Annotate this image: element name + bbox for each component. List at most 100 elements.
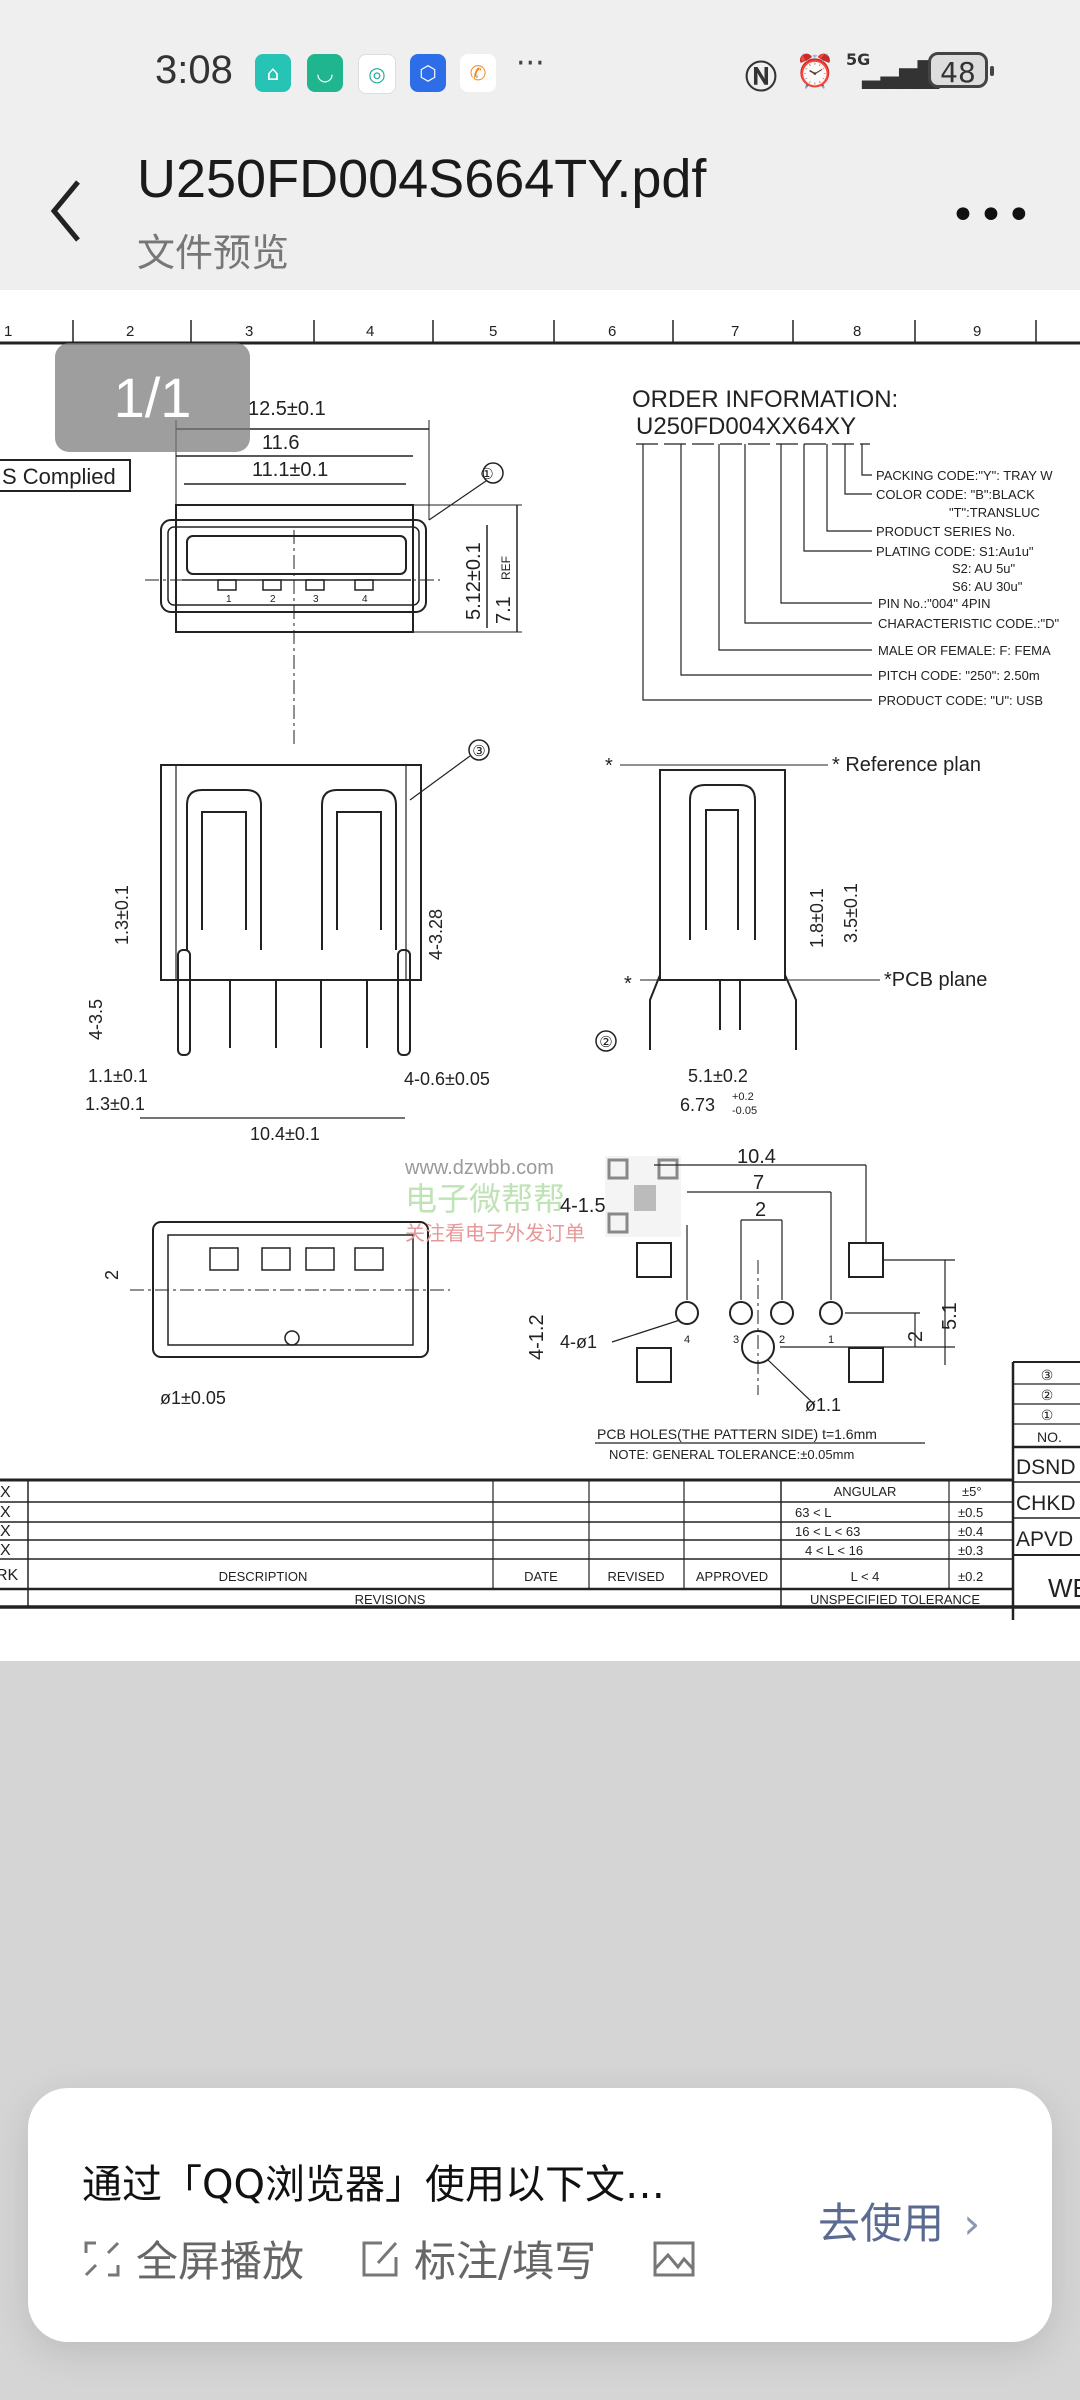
dimension-label: 3.5±0.1 — [841, 883, 861, 943]
order-line: MALE OR FEMALE: F: FEMA — [878, 643, 1051, 658]
table-cell: RK — [0, 1567, 19, 1584]
pin-label: 1 — [828, 1334, 834, 1346]
tolerance-range: 4 < L < 16 — [805, 1543, 863, 1558]
table-title: UNSPECIFIED TOLERANCE — [810, 1592, 980, 1607]
dimension-label: 1.8±0.1 — [807, 888, 827, 948]
order-line: "T":TRANSLUC — [949, 505, 1040, 520]
tolerance-plus: +0.2 — [732, 1091, 754, 1103]
tolerance-note: NOTE: GENERAL TOLERANCE:±0.05mm — [609, 1447, 854, 1462]
dimension-label: 10.4 — [737, 1146, 776, 1168]
column-label: 1 — [4, 323, 12, 340]
dimension-label: 11.1±0.1 — [252, 459, 328, 481]
dimension-label: 4-1.5 — [560, 1195, 606, 1217]
top-view: 12.5±0.1 11.6 11.1±0.1 ① 1 2 3 4 5.12±0.… — [145, 398, 522, 745]
column-label: 5 — [489, 323, 497, 340]
table-cell: X — [0, 1523, 11, 1540]
watermark-slogan: 关注看电子外发订单 — [405, 1222, 585, 1245]
dimension-label: 12.5±0.1 — [248, 398, 326, 420]
reference-plane-label: * Reference plan — [832, 754, 981, 776]
front-view: ③ 1.3±0.1 4-3.5 4-3.28 1.1±0.1 1.3±0.1 4… — [85, 739, 490, 1144]
go-use-button[interactable]: 去使用 › — [818, 2190, 980, 2251]
table-cell: WE — [1048, 1573, 1080, 1603]
watermark-url: www.dzwbb.com — [404, 1157, 554, 1179]
order-line: PRODUCT CODE: "U": USB — [878, 693, 1043, 708]
tolerance-range: 63 < L — [795, 1505, 832, 1520]
chat-app-icon: ◎ — [358, 54, 396, 94]
file-subtitle: 文件预览 — [137, 231, 290, 275]
column-label: 6 — [608, 323, 616, 340]
mi-home-icon: ◡ — [307, 54, 343, 92]
image-button[interactable] — [652, 2239, 710, 2279]
edit-icon — [362, 2241, 398, 2276]
fullscreen-icon — [84, 2241, 120, 2276]
pin-label: 4 — [684, 1334, 690, 1346]
hole-label: 4-ø1 — [560, 1332, 597, 1352]
network-type: 5G — [846, 50, 871, 69]
column-label: 2 — [126, 323, 134, 340]
annotate-label: 标注/填写 — [414, 2237, 597, 2286]
order-line: PLATING CODE: S1:Au1u" — [876, 544, 1034, 559]
fullscreen-label: 全屏播放 — [136, 2237, 305, 2286]
order-line: PIN No.:"004" 4PIN — [878, 596, 991, 611]
pcb-hole-pattern: 10.4 7 2 4-1.5 4-1.2 5.1 2 4-ø1 ø1.1 4 3… — [526, 1146, 961, 1462]
go-use-label: 去使用 — [818, 2199, 945, 2248]
column-header: DATE — [524, 1569, 558, 1584]
order-line: PACKING CODE:"Y": TRAY W — [876, 468, 1053, 483]
balloon-3: ③ — [472, 743, 485, 760]
tolerance-value: ±0.4 — [958, 1524, 983, 1539]
tolerance-range: L < 4 — [851, 1569, 880, 1584]
tolerance-range: 16 < L < 63 — [795, 1524, 860, 1539]
annotate-button[interactable]: 标注/填写 — [360, 2228, 596, 2289]
qr-code-icon — [605, 1156, 681, 1237]
side-view: ② * * * Reference plan *PCB plane 1.8±0.… — [595, 754, 987, 1117]
phone-app-icon: ✆ — [460, 54, 496, 92]
dimension-label: 5.1 — [939, 1302, 961, 1330]
pin-label: 3 — [313, 594, 319, 605]
tolerance-value: ±0.2 — [958, 1569, 983, 1584]
dimension-label: 1.1±0.1 — [88, 1066, 148, 1086]
alarm-icon: ⏰ — [795, 52, 835, 90]
pdf-page[interactable]: 1 2 3 4 5 6 7 8 9 S Complied 12.5±0.1 11… — [0, 290, 1080, 1661]
dimension-label: 4-1.2 — [526, 1314, 548, 1360]
table-cell: APVD — [1016, 1528, 1073, 1551]
table-cell: CHKD — [1016, 1492, 1076, 1515]
signal-icon: ▂▃▅▇ — [862, 56, 939, 89]
column-header: APPROVED — [696, 1569, 768, 1584]
more-options-button[interactable]: ••• — [950, 190, 1034, 241]
column-label: 8 — [853, 323, 861, 340]
dimension-label: 2 — [905, 1331, 927, 1342]
dimension-label: 2 — [755, 1199, 766, 1221]
table-cell: X — [0, 1542, 11, 1559]
watermark-name: 电子微帮帮 — [405, 1181, 565, 1217]
dimension-label: 4-0.6±0.05 — [404, 1069, 490, 1089]
top-bar: 3:08 ⌂ ◡ ◎ ⬡ ✆ ··· Ⓝ ⏰ 5G ▂▃▅▇ 48 U250FD… — [0, 0, 1080, 290]
battery-indicator: 48 — [928, 52, 994, 89]
dimension-label: 7 — [753, 1172, 764, 1194]
dimension-label: 1.3±0.1 — [85, 1094, 145, 1114]
tolerance-range: ANGULAR — [834, 1484, 897, 1499]
rohs-box — [0, 459, 131, 492]
bottom-view: 2 ø1±0.05 — [102, 1221, 450, 1408]
fullscreen-button[interactable]: 全屏播放 — [82, 2228, 304, 2289]
pin-label: 2 — [270, 594, 276, 605]
more-notifications-icon: ··· — [516, 46, 545, 81]
order-line: S6: AU 30u" — [952, 579, 1023, 594]
dimension-label: 4-3.28 — [426, 909, 446, 960]
tolerance-value: ±0.3 — [958, 1543, 983, 1558]
order-line: COLOR CODE: "B":BLACK — [876, 487, 1035, 502]
order-heading: ORDER INFORMATION: — [632, 386, 898, 413]
column-header: DESCRIPTION — [219, 1569, 308, 1584]
star-mark: * — [605, 755, 613, 777]
hole-label: ø1.1 — [805, 1395, 841, 1415]
column-label: 7 — [731, 323, 739, 340]
banner-actions: 全屏播放 标注/填写 — [82, 2228, 766, 2289]
pcb-plane-label: *PCB plane — [884, 969, 987, 991]
dimension-label: 5.12±0.1 — [463, 542, 485, 620]
pin-label: 2 — [779, 1334, 785, 1346]
back-button[interactable] — [44, 176, 88, 246]
tolerance-value: ±0.5 — [958, 1505, 983, 1520]
order-line: PITCH CODE: "250": 2.50m — [878, 668, 1040, 683]
balloon-1: ① — [480, 466, 493, 483]
pin-label: 1 — [226, 594, 232, 605]
column-label: 9 — [973, 323, 981, 340]
